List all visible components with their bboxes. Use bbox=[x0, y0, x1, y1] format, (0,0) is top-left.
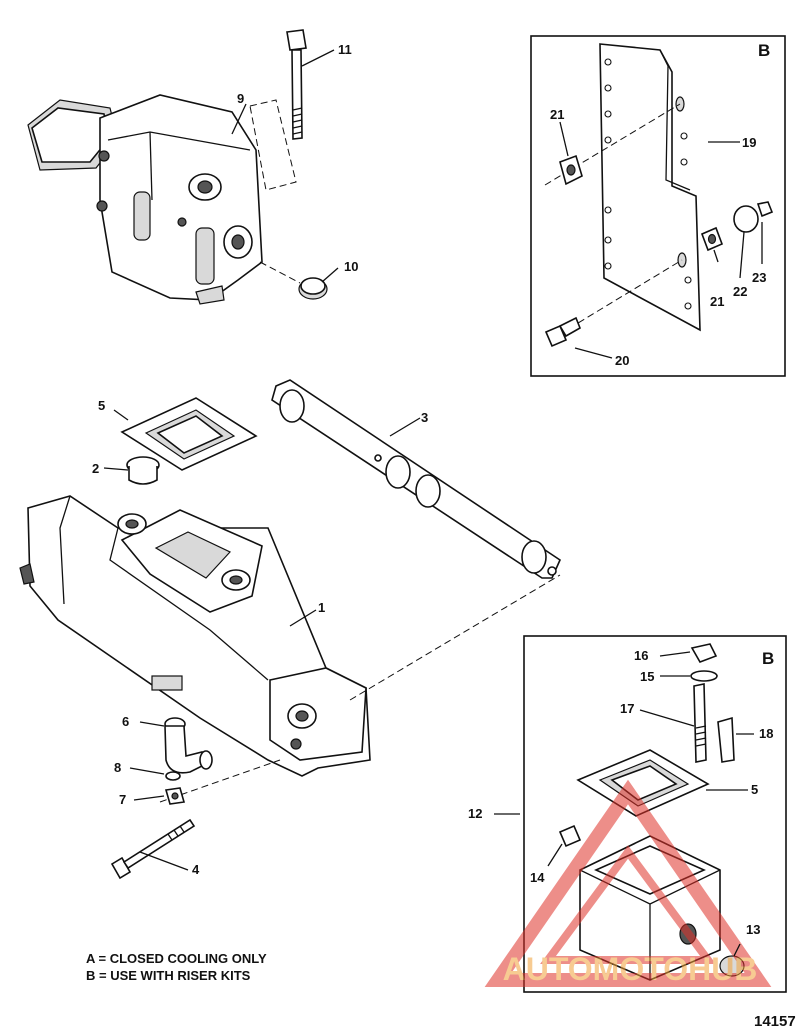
callout-9: 9 bbox=[237, 91, 244, 106]
leader-lines bbox=[103, 49, 763, 957]
callout-20: 20 bbox=[615, 353, 629, 368]
exhaust-manifold-1 bbox=[19, 495, 561, 803]
note-riser-kits: B = USE WITH RISER KITS bbox=[86, 968, 251, 983]
callout-14: 14 bbox=[530, 870, 545, 885]
callout-17: 17 bbox=[620, 701, 634, 716]
bolt-11 bbox=[286, 29, 307, 140]
detail-tag-bottom: B bbox=[762, 649, 774, 668]
callout-13: 13 bbox=[746, 922, 760, 937]
callout-3: 3 bbox=[421, 410, 428, 425]
callout-21-right: 21 bbox=[710, 294, 724, 309]
gasket-3 bbox=[271, 379, 562, 579]
callout-7: 7 bbox=[119, 792, 126, 807]
callout-21-top: 21 bbox=[550, 107, 564, 122]
watermark: AUTOMOTOHUB bbox=[484, 779, 772, 987]
o-ring-8 bbox=[165, 771, 181, 781]
detail-tag-top: B bbox=[758, 41, 770, 60]
fitting-7 bbox=[164, 787, 186, 805]
callout-11: 11 bbox=[338, 42, 352, 57]
watermark-text: AUTOMOTOHUB bbox=[503, 951, 758, 987]
callout-8: 8 bbox=[114, 760, 121, 775]
figure-number: 14157 bbox=[754, 1013, 796, 1030]
callout-1: 1 bbox=[318, 600, 325, 615]
callout-6: 6 bbox=[122, 714, 129, 729]
callout-15: 15 bbox=[640, 669, 654, 684]
plug-10 bbox=[259, 261, 328, 300]
callout-10: 10 bbox=[344, 259, 358, 274]
callout-labels: 9 11 10 B 19 21 20 21 22 23 5 2 3 1 6 8 … bbox=[92, 41, 774, 937]
gasket-5 bbox=[120, 397, 258, 471]
plug-2 bbox=[126, 456, 160, 485]
callout-23: 23 bbox=[752, 270, 766, 285]
callout-12: 12 bbox=[468, 806, 482, 821]
callout-5-bottom: 5 bbox=[751, 782, 758, 797]
note-closed-cooling: A = CLOSED COOLING ONLY bbox=[86, 951, 267, 966]
elbow-assembly bbox=[27, 94, 297, 305]
detail-box-top bbox=[530, 35, 786, 377]
callout-2: 2 bbox=[92, 461, 99, 476]
bolt-4 bbox=[110, 818, 196, 880]
callout-22: 22 bbox=[733, 284, 747, 299]
callout-5-top: 5 bbox=[98, 398, 105, 413]
callout-16: 16 bbox=[634, 648, 648, 663]
callout-4: 4 bbox=[192, 862, 200, 877]
callout-18: 18 bbox=[759, 726, 773, 741]
callout-19: 19 bbox=[742, 135, 756, 150]
elbow-fitting-6 bbox=[164, 717, 213, 774]
